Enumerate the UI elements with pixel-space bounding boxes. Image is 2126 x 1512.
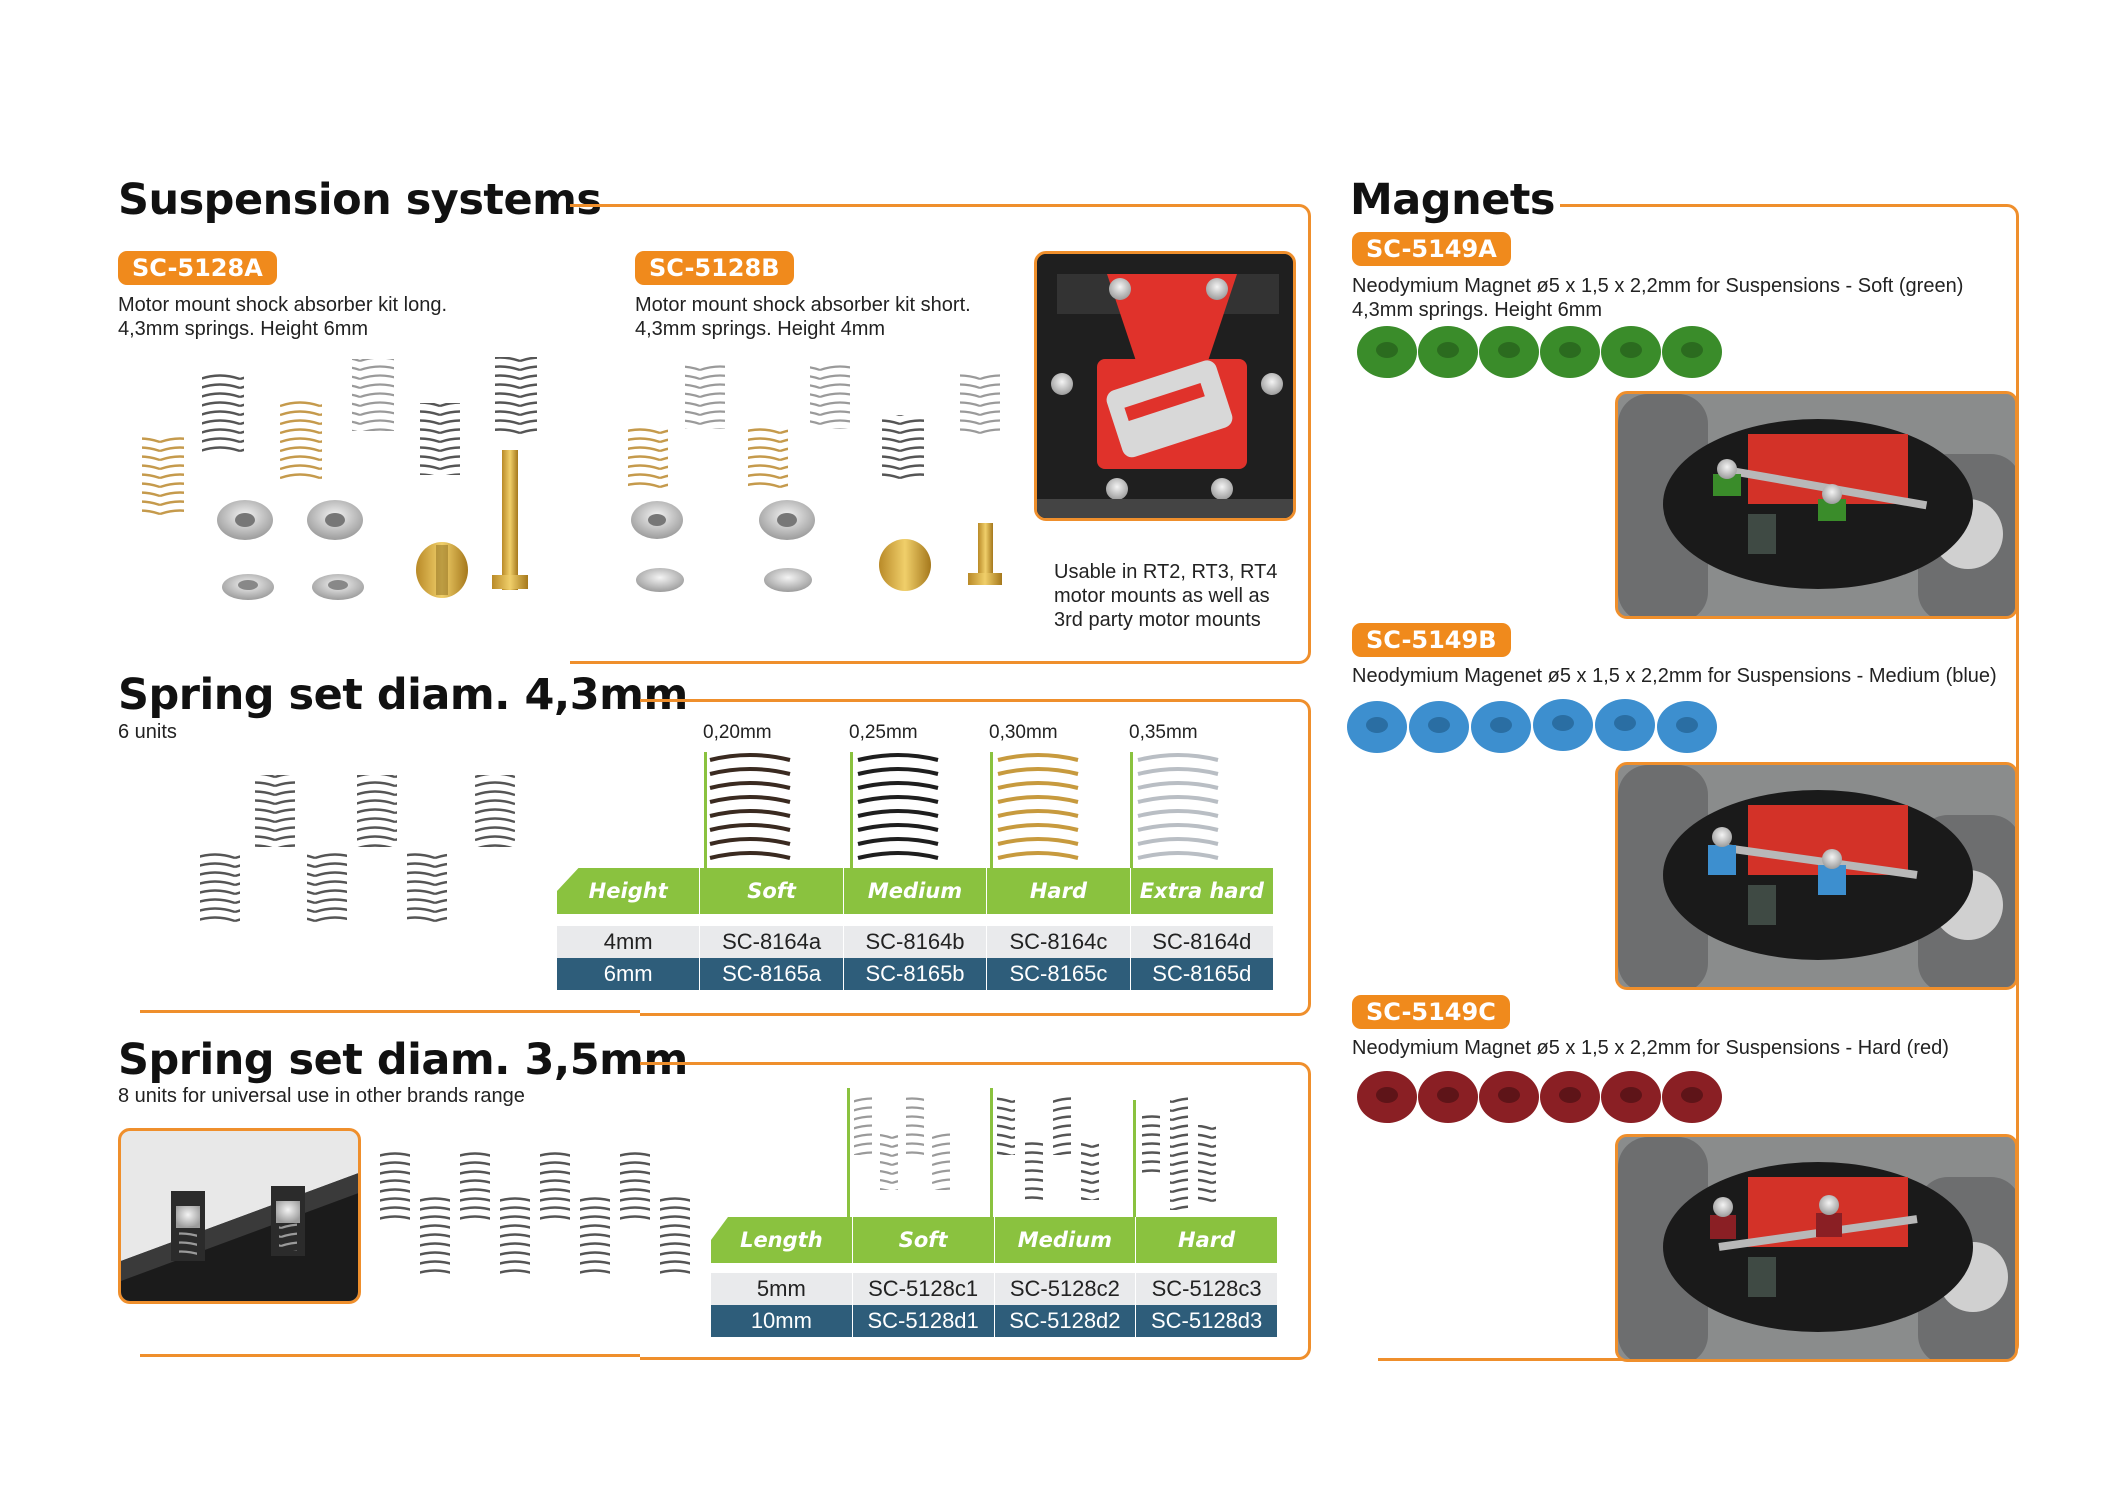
magnet-a-line1: Neodymium Magnet ø5 x 1,5 x 2,2mm for Su…: [1352, 275, 1964, 297]
table-cell: SC-8164a: [699, 926, 842, 958]
spring43-subtitle: 6 units: [118, 721, 177, 743]
spring43-header-height: Height: [588, 879, 668, 903]
table-row: 5mm SC-5128c1 SC-5128c2 SC-5128c3: [711, 1273, 1277, 1305]
spring35-subtitle: 8 units for universal use in other brand…: [118, 1085, 525, 1107]
table-cell: SC-5128d2: [993, 1305, 1136, 1337]
kit-b-line1: Motor mount shock absorber kit short.: [635, 294, 971, 316]
magnet-c-install-photo: [1615, 1134, 2018, 1362]
magnet-b-install-photo: [1615, 762, 2018, 990]
table-cell: SC-8165b: [842, 958, 986, 990]
kit-a-line1: Motor mount shock absorber kit long.: [118, 294, 448, 316]
spring35-frame: [640, 1062, 1311, 1360]
kit-a-line2: 4,3mm springs. Height 6mm: [118, 318, 369, 340]
table-cell: SC-5128c1: [851, 1273, 994, 1305]
table-row: 10mm SC-5128d1 SC-5128d2 SC-5128d3: [711, 1305, 1277, 1337]
table-cell: SC-5128c2: [993, 1273, 1136, 1305]
spring43-header-hard: Hard: [986, 868, 1129, 914]
table-cell: SC-8164d: [1129, 926, 1273, 958]
kit-b-parts-image: [628, 365, 1002, 592]
measure-4: 0,35mm: [1129, 722, 1198, 743]
magnet-b-description: Neodymium Magenet ø5 x 1,5 x 2,2mm for S…: [1352, 664, 2032, 688]
table-cell: 10mm: [750, 1308, 812, 1333]
spring35-frame-bottom: [140, 1354, 640, 1357]
kit-a-spring-1: [142, 435, 184, 515]
spring43-set-image: [200, 775, 515, 924]
table-cell: SC-5128d1: [851, 1305, 994, 1337]
magnet-a-rings-image: [1357, 326, 1722, 378]
spring35-header-soft: Soft: [851, 1217, 994, 1263]
spring43-title: Spring set diam. 4,3mm: [118, 670, 688, 720]
chassis-spring-photo: [118, 1128, 361, 1304]
kit-a-description: Motor mount shock absorber kit long. 4,3…: [118, 293, 558, 341]
spring43-table-header: Height Soft Medium Hard Extra hard: [557, 868, 1273, 914]
table-row: 4mm SC-8164a SC-8164b SC-8164c SC-8164d: [557, 926, 1273, 958]
measure-2-line: [850, 752, 853, 869]
magnets-frame-bottom: [1378, 1358, 1638, 1361]
spring35-stiffness-springs: [854, 1095, 1216, 1210]
table-row: 6mm SC-8165a SC-8165b SC-8165c SC-8165d: [557, 958, 1273, 990]
usable-note-line2: motor mounts as well as: [1054, 585, 1270, 607]
magnet-a-line2: 4,3mm springs. Height 6mm: [1352, 299, 1603, 321]
spring43-frame-bottom: [140, 1010, 640, 1013]
suspension-frame: [570, 204, 1311, 664]
motor-mount-photo: [1034, 251, 1296, 521]
magnet-c-rings-image: [1357, 1071, 1722, 1123]
spring35-line-1: [847, 1088, 850, 1220]
kit-b-description: Motor mount shock absorber kit short. 4,…: [635, 293, 1075, 341]
spring35-set-image: [380, 1150, 690, 1275]
spring43-frame: [640, 699, 1311, 1016]
spring35-line-2: [990, 1088, 993, 1220]
table-cell: SC-5128c3: [1135, 1273, 1277, 1305]
magnet-b-line1: Neodymium Magenet ø5 x 1,5 x 2,2mm for S…: [1352, 665, 1997, 687]
measure-3-line: [990, 752, 993, 869]
table-cell: SC-8164c: [986, 926, 1129, 958]
measure-1: 0,20mm: [703, 722, 772, 743]
spring35-table-header: Length Soft Medium Hard: [711, 1217, 1277, 1263]
spring43-header-soft: Soft: [699, 868, 842, 914]
kit-b-code-badge: SC-5128B: [635, 251, 794, 285]
magnet-c-code-badge: SC-5149C: [1352, 995, 1510, 1029]
spring43-header-extra-hard: Extra hard: [1129, 868, 1273, 914]
magnet-b-rings-image: [1347, 699, 1717, 753]
measure-2: 0,25mm: [849, 722, 918, 743]
spring35-header-medium: Medium: [993, 1217, 1136, 1263]
table-cell: SC-8164b: [842, 926, 986, 958]
kit-a-parts-image: [142, 357, 537, 600]
table-cell: SC-5128d3: [1135, 1305, 1277, 1337]
magnets-title: Magnets: [1350, 175, 1556, 225]
table-cell: 6mm: [603, 961, 653, 986]
spring43-header-medium: Medium: [842, 868, 986, 914]
measure-3: 0,30mm: [989, 722, 1058, 743]
table-cell: 5mm: [756, 1276, 806, 1301]
kit-b-line2: 4,3mm springs. Height 4mm: [635, 318, 886, 340]
table-cell: SC-8165a: [699, 958, 842, 990]
table-cell: SC-8165d: [1129, 958, 1273, 990]
magnet-c-line1: Neodymium Magnet ø5 x 1,5 x 2,2mm for Su…: [1352, 1037, 1949, 1059]
usable-note: Usable in RT2, RT3, RT4 motor mounts as …: [1054, 560, 1304, 632]
magnet-a-install-photo: [1615, 391, 2018, 619]
spring43-stiffness-springs: [709, 753, 1219, 860]
spring35-table: Length Soft Medium Hard 5mm SC-5128c1 SC…: [711, 1217, 1277, 1337]
magnet-b-code-badge: SC-5149B: [1352, 623, 1511, 657]
kit-a-code-badge: SC-5128A: [118, 251, 277, 285]
table-cell: 4mm: [603, 929, 653, 954]
measure-4-line: [1130, 752, 1133, 869]
table-cell: SC-8165c: [986, 958, 1129, 990]
magnet-a-code-badge: SC-5149A: [1352, 232, 1511, 266]
spring35-line-3: [1133, 1100, 1136, 1220]
spring35-header-hard: Hard: [1135, 1217, 1277, 1263]
usable-note-line1: Usable in RT2, RT3, RT4: [1054, 561, 1278, 583]
magnet-c-description: Neodymium Magnet ø5 x 1,5 x 2,2mm for Su…: [1352, 1036, 2032, 1060]
spring35-header-length: Length: [740, 1228, 823, 1252]
usable-note-line3: 3rd party motor mounts: [1054, 609, 1261, 631]
suspension-title: Suspension systems: [118, 175, 602, 225]
spring35-title: Spring set diam. 3,5mm: [118, 1035, 688, 1085]
measure-1-line: [704, 752, 707, 869]
magnet-a-description: Neodymium Magnet ø5 x 1,5 x 2,2mm for Su…: [1352, 274, 2032, 322]
spring43-table: Height Soft Medium Hard Extra hard 4mm S…: [557, 868, 1273, 990]
